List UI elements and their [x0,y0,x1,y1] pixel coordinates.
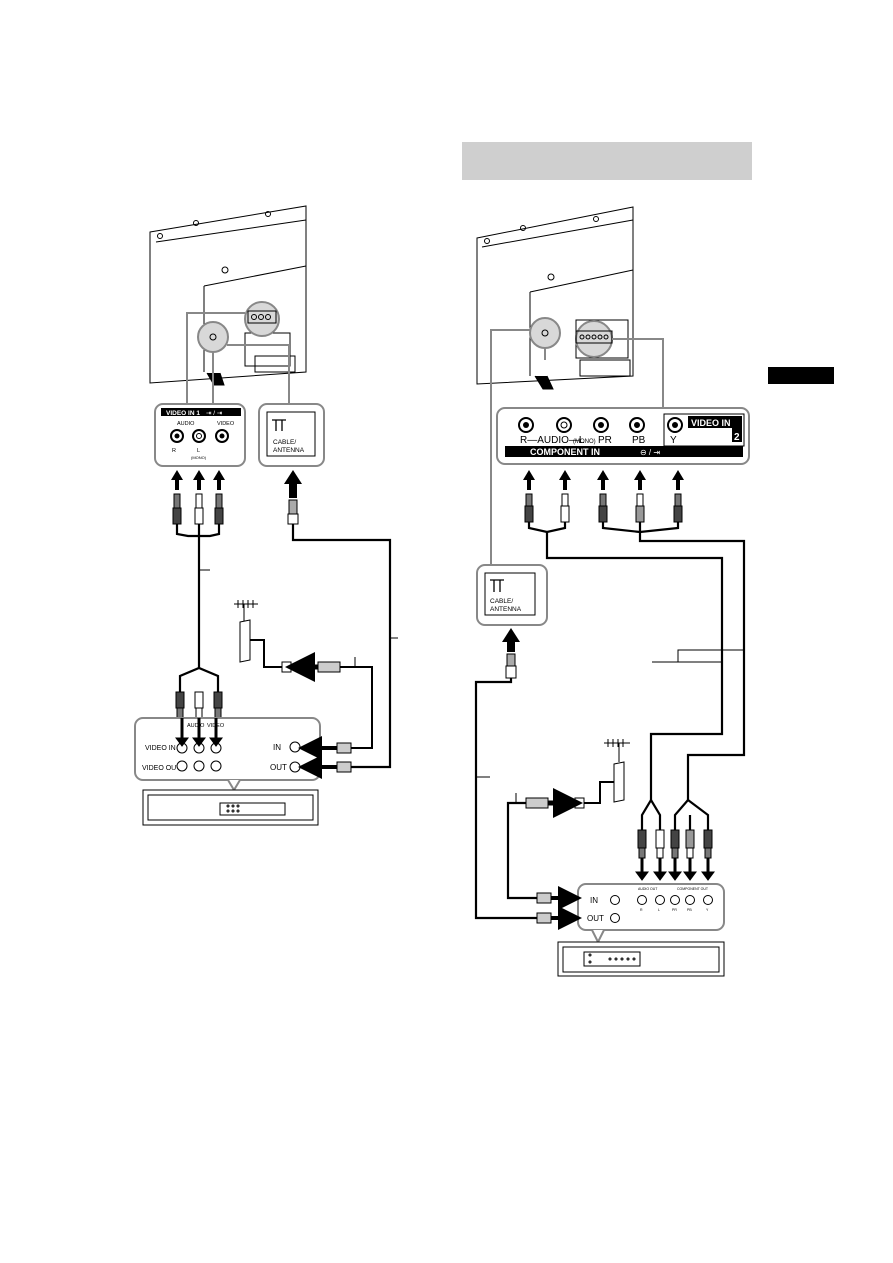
audio-label: AUDIO [177,421,195,427]
tv-rear-left [149,205,307,386]
port-label-pr: PR [672,908,677,912]
vcr-device-left [142,779,319,826]
device-body-right [557,929,725,977]
antenna-right [525,739,630,818]
rca-plugs-bottom-right [637,797,713,859]
antenna-label-line2: ANTENNA [273,447,305,454]
port-label-pb: PB [687,908,692,912]
component-in-label: COMPONENT IN [530,447,600,457]
video-in-1-panel: VIDEO IN 1 ⇥ / ⇥ AUDIO VIDEO R L (MONO) [154,403,246,467]
vcr-video-in-label: VIDEO IN [145,745,176,752]
r-label: R [172,448,176,454]
port-label-y: Y [706,908,709,912]
rca-plugs-top-left [172,493,299,525]
device-component-out-label: COMPONENT OUT [677,887,709,891]
component-in-panel: VIDEO IN 2 R—AUDIO—L (MONO) PR PB Y COMP… [496,407,750,465]
upward-arrows-left [171,470,302,498]
section-tab-marker [768,367,834,384]
y-label: Y [670,435,677,446]
section-header-bar [462,142,752,180]
antenna-label-line1: CABLE/ [273,439,296,446]
antenna-panel-right: CABLE/ ANTENNA [476,564,548,626]
device-audio-out-label: AUDIO OUT [638,887,658,891]
upward-arrows-right [523,470,684,490]
device-panel-right: AUDIO OUT COMPONENT OUT IN OUT R L PR PB… [536,883,725,931]
rca-plugs-top-right [524,493,683,523]
port-label-r: R [640,908,643,912]
vcr-audio-label: AUDIO [187,723,205,729]
vcr-in-label: IN [273,743,281,752]
device-in-label: IN [590,896,598,905]
pb-label: PB [632,435,646,446]
svg-text:⇥ / ⇥: ⇥ / ⇥ [206,410,223,417]
antenna-right-line2: ANTENNA [490,606,522,613]
vcr-panel-left: AUDIO VIDEO VIDEO IN VIDEO OUT IN OUT [134,717,321,781]
antenna-panel-left: CABLE/ ANTENNA [258,403,325,467]
antenna-right-line1: CABLE/ [490,598,513,605]
rca-plugs-bottom-left [175,666,223,719]
component-audio-label: R—AUDIO—L [520,435,585,446]
vcr-video-out-label: VIDEO OUT [142,765,181,772]
mono-label: (MONO) [191,455,207,460]
l-label: L [197,448,200,454]
video-in-2-label: VIDEO IN [691,418,731,428]
port-label-l: L [658,908,660,912]
device-out-label: OUT [587,914,604,923]
vcr-out-label: OUT [270,763,287,772]
video-label: VIDEO [217,421,235,427]
video-in-1-title: VIDEO IN 1 [166,410,200,417]
pr-label: PR [598,435,612,446]
component-mono-label: (MONO) [573,439,596,445]
svg-text:⊖ / ⇥: ⊖ / ⇥ [640,448,660,457]
antenna-left [234,600,373,749]
tv-rear-right [476,206,634,390]
video-in-2-number: 2 [734,432,740,443]
